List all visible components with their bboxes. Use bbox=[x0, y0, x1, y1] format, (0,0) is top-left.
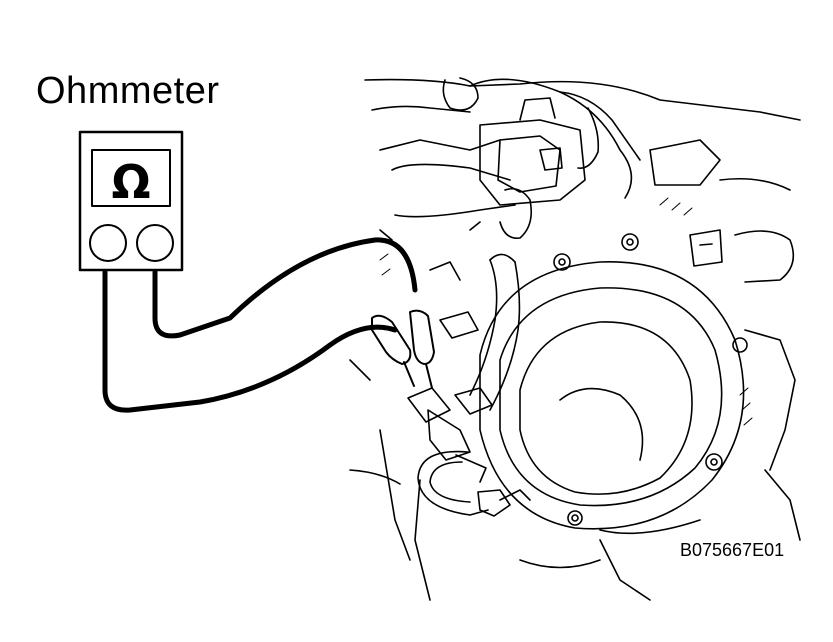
figure-title: Ohmmeter bbox=[36, 70, 220, 112]
engine-component-illustration bbox=[349, 77, 801, 601]
test-leads bbox=[102, 237, 418, 413]
figure-code: B075667E01 bbox=[680, 540, 785, 560]
ohm-symbol-icon: Ω bbox=[111, 155, 150, 209]
meter-terminal-left bbox=[89, 224, 127, 262]
lead-wire-left bbox=[102, 269, 398, 413]
meter-terminal-right bbox=[136, 224, 174, 262]
ohmmeter-icon: Ω bbox=[78, 130, 184, 272]
lead-wire-right bbox=[152, 237, 418, 339]
wire-probe-icon bbox=[371, 309, 435, 389]
